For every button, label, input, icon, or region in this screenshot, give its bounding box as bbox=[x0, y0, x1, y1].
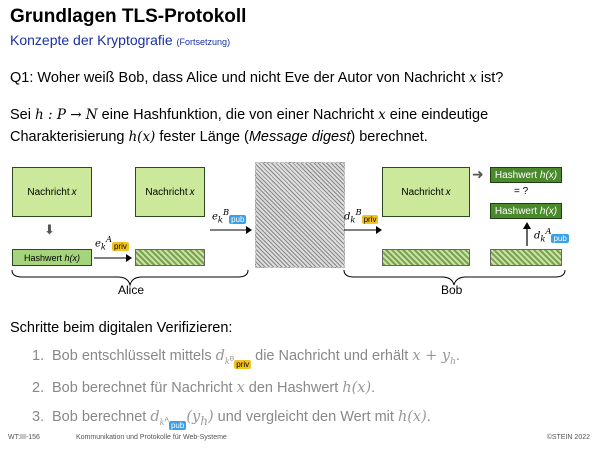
def-text: eine eindeutige bbox=[385, 107, 489, 123]
definition-line-1: Sei h : P → N eine Hashfunktion, die von… bbox=[10, 107, 488, 123]
bob-public-key-encrypt: ekBpub bbox=[212, 207, 247, 225]
bob-brace bbox=[343, 269, 566, 286]
encrypted-message-block bbox=[255, 162, 345, 268]
def-text: eine Hashfunktion, die von einer Nachric… bbox=[97, 107, 379, 123]
footer-slide-id: WT:III-156 bbox=[8, 434, 40, 441]
def-math: h(x) bbox=[128, 129, 156, 145]
arrow-right-icon: ➜ bbox=[472, 166, 484, 182]
step-item-2: 2.Bob berechnet für Nachricht x den Hash… bbox=[32, 380, 376, 396]
alice-private-key: ekApriv bbox=[95, 234, 129, 252]
encrypted-hash-alice bbox=[135, 249, 205, 266]
question-line: Q1: Woher weiß Bob, dass Alice und nicht… bbox=[10, 70, 503, 86]
arrow-right-icon bbox=[210, 226, 252, 234]
question-suffix: ist? bbox=[476, 70, 504, 86]
arrow-right-icon bbox=[344, 226, 382, 234]
bob-label: Bob bbox=[441, 283, 463, 297]
def-text: Charakterisierung bbox=[10, 129, 129, 145]
step-item-1: 1.Bob entschlüsselt mittels dkBpriv die … bbox=[32, 348, 460, 369]
encrypted-hash-bob bbox=[382, 249, 470, 266]
step-item-3: 3.Bob berechnet dkApub(yh) und vergleich… bbox=[32, 409, 431, 430]
arrow-right-icon bbox=[94, 254, 132, 262]
alice-label: Alice bbox=[118, 283, 145, 297]
arrow-up-icon bbox=[523, 222, 531, 246]
subtitle-main: Konzepte der Kryptografie bbox=[10, 32, 173, 48]
page-title: Grundlagen TLS-Protokoll bbox=[10, 6, 247, 27]
question-var: x bbox=[469, 70, 477, 86]
page-subtitle: Konzepte der Kryptografie (Fortsetzung) bbox=[10, 32, 230, 48]
def-text: ) berechnet. bbox=[350, 129, 428, 145]
question-prefix: Q1: Woher weiß Bob, dass Alice und nicht… bbox=[10, 70, 470, 86]
def-text: Sei bbox=[10, 107, 35, 123]
bob-hash-computed: Hashwert h(x) bbox=[490, 167, 562, 183]
bob-hash-decrypted: Hashwert h(x) bbox=[490, 203, 562, 219]
alice-public-key: dkApub bbox=[534, 226, 569, 244]
bob-private-key-decrypt: dkBpriv bbox=[344, 207, 379, 225]
definition-line-2: Charakterisierung h(x) fester Länge (Mes… bbox=[10, 129, 428, 145]
footer-copyright: ©STEIN 2022 bbox=[546, 434, 590, 441]
def-math: h : P → N bbox=[35, 107, 98, 123]
compare-label: = ? bbox=[514, 186, 529, 197]
arrow-down-icon: ⬇ bbox=[44, 222, 55, 237]
alice-brace bbox=[11, 269, 249, 286]
alice-hash-box: Hashwert h(x) bbox=[12, 249, 92, 266]
subtitle-small: (Fortsetzung) bbox=[176, 37, 231, 47]
def-text: fester Länge ( bbox=[155, 129, 249, 145]
steps-heading: Schritte beim digitalen Verifizieren: bbox=[10, 320, 233, 336]
def-emphasis: Message digest bbox=[248, 129, 351, 145]
encrypted-hash-bob-2 bbox=[490, 249, 562, 266]
def-var: x bbox=[378, 107, 386, 123]
footer-course: Kommunikation und Protokolle für Web-Sys… bbox=[76, 434, 227, 441]
